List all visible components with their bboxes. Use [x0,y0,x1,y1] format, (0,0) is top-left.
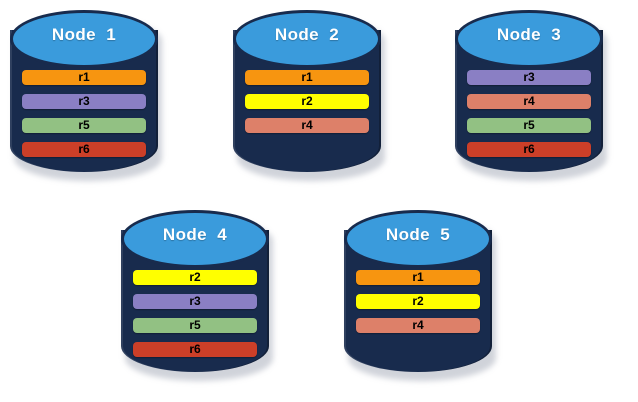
cylinder-top-disc [121,210,269,268]
node-cylinder-2[interactable]: Node 2 r1 r2 r4 [231,8,386,183]
cylinder-top-disc [344,210,492,268]
replica-bar[interactable]: r5 [22,118,146,133]
replica-bar[interactable]: r2 [133,270,257,285]
node-title: Node 3 [496,25,562,44]
node-title: Node 1 [51,25,117,44]
replica-bar[interactable]: r2 [245,94,369,109]
replica-bar[interactable]: r1 [245,70,369,85]
replica-list: r1 r2 r4 [356,270,480,333]
replica-bar[interactable]: r4 [467,94,591,109]
replica-bar[interactable]: r4 [245,118,369,133]
node-title: Node 5 [385,225,451,244]
node-cylinder-3[interactable]: Node 3 r3 r4 r5 r6 [453,8,608,183]
replica-bar[interactable]: r3 [467,70,591,85]
replica-bar[interactable]: r3 [22,94,146,109]
replica-bar[interactable]: r4 [356,318,480,333]
replica-bar[interactable]: r5 [133,318,257,333]
node-cylinder-1[interactable]: Node 1 r1 r3 r5 r6 [8,8,163,183]
replica-bar[interactable]: r2 [356,294,480,309]
node-title: Node 2 [274,25,340,44]
node-title: Node 4 [162,225,228,244]
replica-bar[interactable]: r6 [133,342,257,357]
node-cylinder-5[interactable]: Node 5 r1 r2 r4 [342,208,497,383]
cylinder-top-disc [233,10,381,68]
replica-bar[interactable]: r1 [356,270,480,285]
replica-list: r1 r3 r5 r6 [22,70,146,157]
replica-bar[interactable]: r1 [22,70,146,85]
replica-bar[interactable]: r5 [467,118,591,133]
node-cylinder-4[interactable]: Node 4 r2 r3 r5 r6 [119,208,274,383]
cylinder-top-disc [455,10,603,68]
cylinder-top-disc [10,10,158,68]
replica-bar[interactable]: r6 [22,142,146,157]
replica-list: r3 r4 r5 r6 [467,70,591,157]
replica-bar[interactable]: r3 [133,294,257,309]
replica-bar[interactable]: r6 [467,142,591,157]
replica-list: r1 r2 r4 [245,70,369,133]
replica-list: r2 r3 r5 r6 [133,270,257,357]
